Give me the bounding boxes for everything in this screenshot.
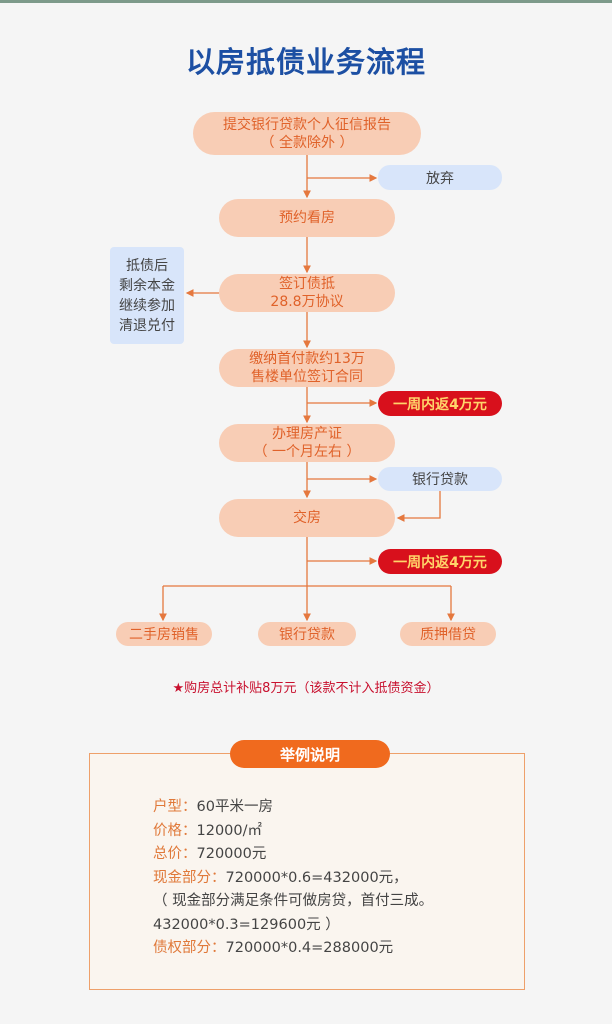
note-line: 剩余本金 [119, 277, 175, 294]
top-strip [0, 0, 612, 3]
line-value: 720000*0.4=288000元 [225, 940, 394, 956]
line-key: 债权部分： [153, 940, 226, 956]
note-line: 继续参加 [119, 297, 175, 314]
step-subtext: （ 全款除外 ） [260, 134, 354, 151]
example-line: 债权部分：720000*0.4=288000元 [153, 937, 433, 961]
example-lines: 户型：60平米一房 价格：12000/㎡ 总价：720000元 现金部分：720… [153, 796, 433, 961]
line-key: 户型： [153, 799, 197, 815]
note-line: 抵债后 [126, 257, 168, 274]
example-box [89, 753, 525, 990]
example-line: （ 现金部分满足条件可做房贷，首付三成。 [153, 890, 433, 914]
line-value: 60平米一房 [196, 799, 273, 815]
outcome-resale: 二手房销售 [116, 622, 212, 646]
line-key: 总价： [153, 846, 197, 862]
step-subtext: （ 一个月左右 ） [253, 444, 361, 460]
step-text: 提交银行贷款个人征信报告 [223, 116, 391, 133]
left-note-box: 抵债后剩余本金继续参加清退兑付 [110, 247, 184, 344]
line-value: （ 现金部分满足条件可做房贷，首付三成。 [153, 893, 434, 909]
rebate-badge-2: 一周内返4万元 [378, 549, 502, 574]
note-line: 清退兑付 [119, 317, 175, 334]
subsidy-note: ★购房总计补贴8万元（该款不计入抵债资金） [172, 680, 440, 696]
page-title: 以房抵债业务流程 [185, 45, 426, 79]
line-value: 720000*0.6=432000元， [225, 869, 408, 886]
step-sign-agreement: 签订债抵 28.8万协议 [219, 274, 395, 312]
outcome-bank-loan: 银行贷款 [258, 622, 356, 646]
step-view-house: 预约看房 [219, 199, 395, 237]
line-key: 现金部分： [153, 869, 226, 886]
line-value: 432000*0.3=129600元 ） [153, 916, 340, 933]
example-line: 价格：12000/㎡ [153, 820, 433, 844]
step-subtext: 售楼单位签订合同 [251, 369, 363, 385]
rebate-badge-1: 一周内返4万元 [378, 391, 502, 416]
step-down-payment: 缴纳首付款约13万售楼单位签订合同 [219, 349, 395, 387]
line-value: 720000元 [196, 846, 267, 862]
line-key: 价格： [153, 822, 197, 839]
step-handover: 交房 [219, 499, 395, 537]
abandon-box: 放弃 [378, 165, 502, 190]
outcome-pledge-loan: 质押借贷 [400, 622, 496, 646]
flow-connectors [159, 155, 455, 622]
example-line: 现金部分：720000*0.6=432000元， [153, 867, 433, 891]
step-subtext: 28.8万协议 [270, 294, 344, 310]
example-line: 总价：720000元 [153, 843, 433, 867]
line-value: 12000/㎡ [196, 822, 263, 839]
step-text: 缴纳首付款约13万 [249, 351, 365, 367]
step-text: 签订债抵 [279, 276, 335, 292]
step-text: 办理房产证 [272, 426, 342, 442]
example-line: 户型：60平米一房 [153, 796, 433, 820]
step-property-cert: 办理房产证 （ 一个月左右 ） [219, 424, 395, 462]
example-header: 举例说明 [230, 740, 390, 768]
bank-loan-box: 银行贷款 [378, 467, 502, 491]
example-line: 432000*0.3=129600元 ） [153, 914, 433, 938]
step-credit-report: 提交银行贷款个人征信报告（ 全款除外 ） [193, 112, 421, 155]
